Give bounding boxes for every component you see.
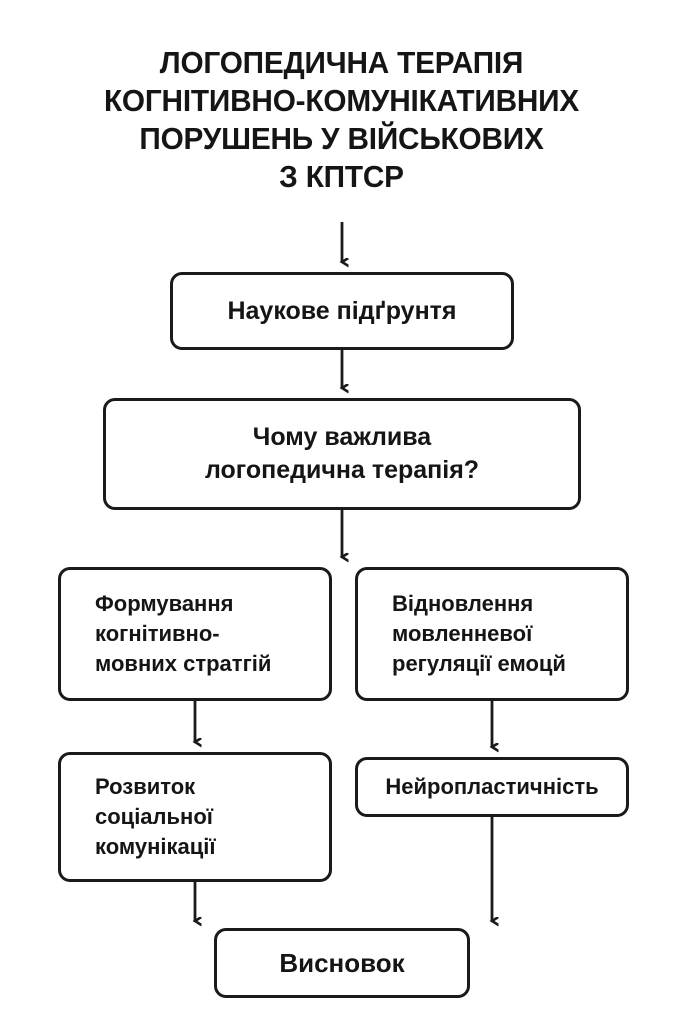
node-conclusion-label: Висновок <box>279 948 405 978</box>
page-title-line-3: ПОРУШЕНЬ У ВІЙСЬКОВИХ <box>139 121 544 156</box>
node-why-important-label: Чому важлива логопедична терапія? <box>204 423 480 484</box>
node-scientific-basis-label: Наукове підґрунтя <box>227 297 457 325</box>
node-conclusion[interactable]: Висновок <box>214 928 470 998</box>
node-social-communication-label: Розвиток соціальної комунікації <box>95 774 216 859</box>
node-speech-emotion-regulation-label: Відновлення мовленневої регуляції емоцй <box>392 591 566 676</box>
node-speech-emotion-regulation[interactable]: Відновлення мовленневої регуляції емоцй <box>355 567 629 701</box>
node-scientific-basis[interactable]: Наукове підґрунтя <box>170 272 514 350</box>
page-title: ЛОГОПЕДИЧНА ТЕРАПІЯ КОГНІТИВНО-КОМУНІКАТ… <box>14 44 670 196</box>
page-title-line-2: КОГНІТИВНО-КОМУНІКАТИВНИХ <box>103 83 580 118</box>
node-social-communication[interactable]: Розвиток соціальної комунікації <box>58 752 332 882</box>
node-neuroplasticity[interactable]: Нейропластичність <box>355 757 629 817</box>
page-title-line-4: З КПТСР <box>279 159 404 194</box>
node-cognitive-language-strategies[interactable]: Формування когнітивно- мовних стратгій <box>58 567 332 701</box>
node-why-important[interactable]: Чому важлива логопедична терапія? <box>103 398 581 510</box>
page-title-line-1: ЛОГОПЕДИЧНА ТЕРАПІЯ <box>159 45 524 80</box>
node-neuroplasticity-label: Нейропластичність <box>385 774 599 799</box>
node-cognitive-language-strategies-label: Формування когнітивно- мовних стратгій <box>95 591 272 676</box>
